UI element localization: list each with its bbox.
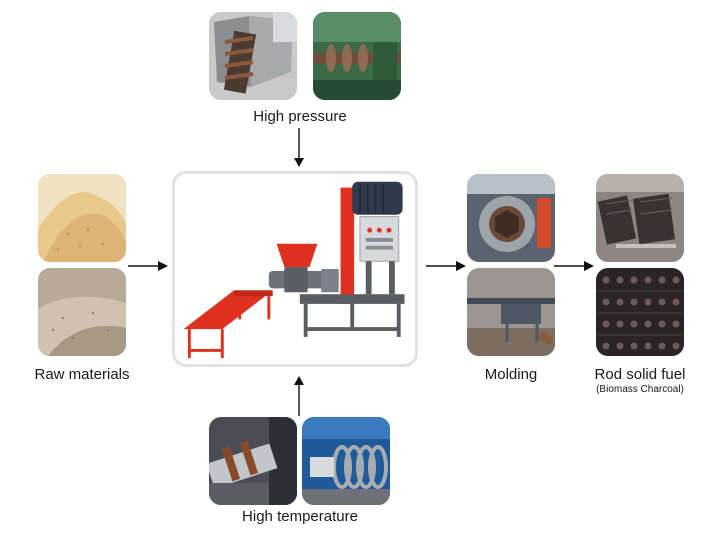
screw-shaft-photo [313, 12, 401, 100]
charcoal-rods-stack-photo [596, 268, 684, 356]
molding-label: Molding [484, 366, 538, 383]
rod-solid-fuel-label: Rod solid fuel [594, 366, 686, 383]
right-arrow-icon [554, 261, 594, 271]
high-temperature-label: High temperature [242, 508, 358, 525]
briquette-machine-frame [172, 171, 418, 367]
briquette-machine-illustration [183, 181, 405, 359]
heating-ring-photo [209, 417, 297, 505]
sawdust-pile-photo [38, 174, 126, 262]
raw-materials-label: Raw materials [34, 366, 130, 383]
screw-in-hopper-photo [209, 12, 297, 100]
up-arrow-icon [294, 376, 304, 416]
high-pressure-label: High pressure [253, 108, 347, 125]
molding-output-photo [467, 268, 555, 356]
molding-die-photo [467, 174, 555, 262]
right-arrow-icon [426, 261, 466, 271]
heating-coil-photo [302, 417, 390, 505]
right-arrow-icon [128, 261, 168, 271]
biomass-charcoal-sublabel: (Biomass Charcoal) [596, 384, 684, 395]
rod-fuel-bundles-photo [596, 174, 684, 262]
down-arrow-icon [294, 128, 304, 167]
sand-powder-photo [38, 268, 126, 356]
